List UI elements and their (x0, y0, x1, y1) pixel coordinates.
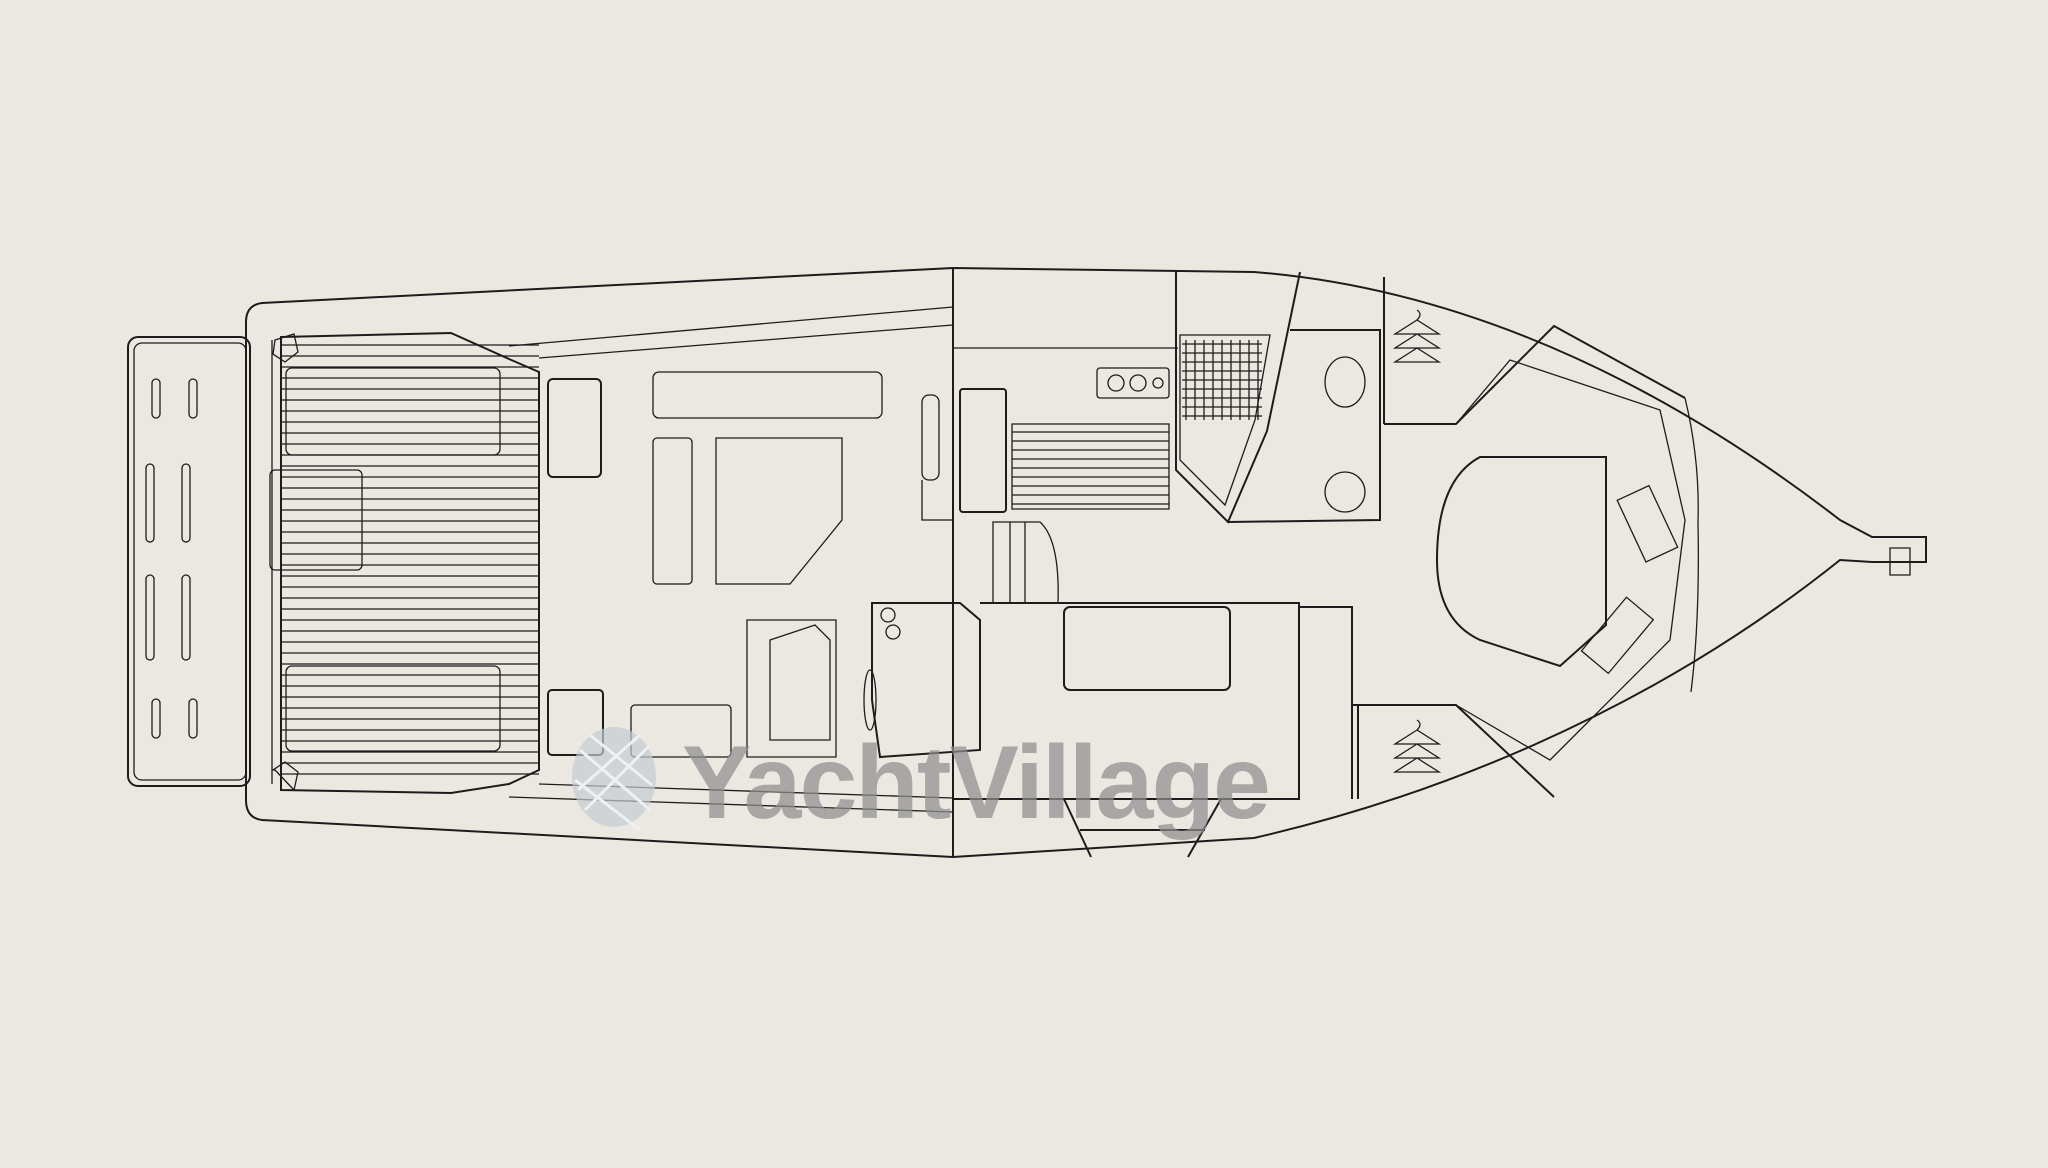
hanger-icon (1392, 719, 1442, 773)
hull-outline (245, 266, 1927, 859)
platform-slot (181, 463, 191, 543)
hanger-icon (1392, 309, 1442, 363)
platform-slot (188, 698, 198, 739)
swim-platform (127, 336, 251, 787)
salon (547, 371, 981, 759)
forward-cabin (1299, 324, 1686, 799)
cockpit-deck (269, 331, 540, 795)
head-compartment (1175, 270, 1385, 524)
galley (953, 347, 1178, 604)
watermark-text: YachtVillage (682, 725, 1269, 841)
watermark-logo: YachtVillage (572, 725, 1271, 841)
platform-slot (181, 574, 191, 661)
lower-cabin (953, 602, 1300, 858)
globe-icon (572, 727, 656, 832)
hanging-lockers (1392, 309, 1442, 773)
platform-slot (151, 378, 161, 419)
platform-slot (145, 574, 155, 661)
platform-slot (188, 378, 198, 419)
platform-slot (151, 698, 161, 739)
platform-slot (145, 463, 155, 543)
